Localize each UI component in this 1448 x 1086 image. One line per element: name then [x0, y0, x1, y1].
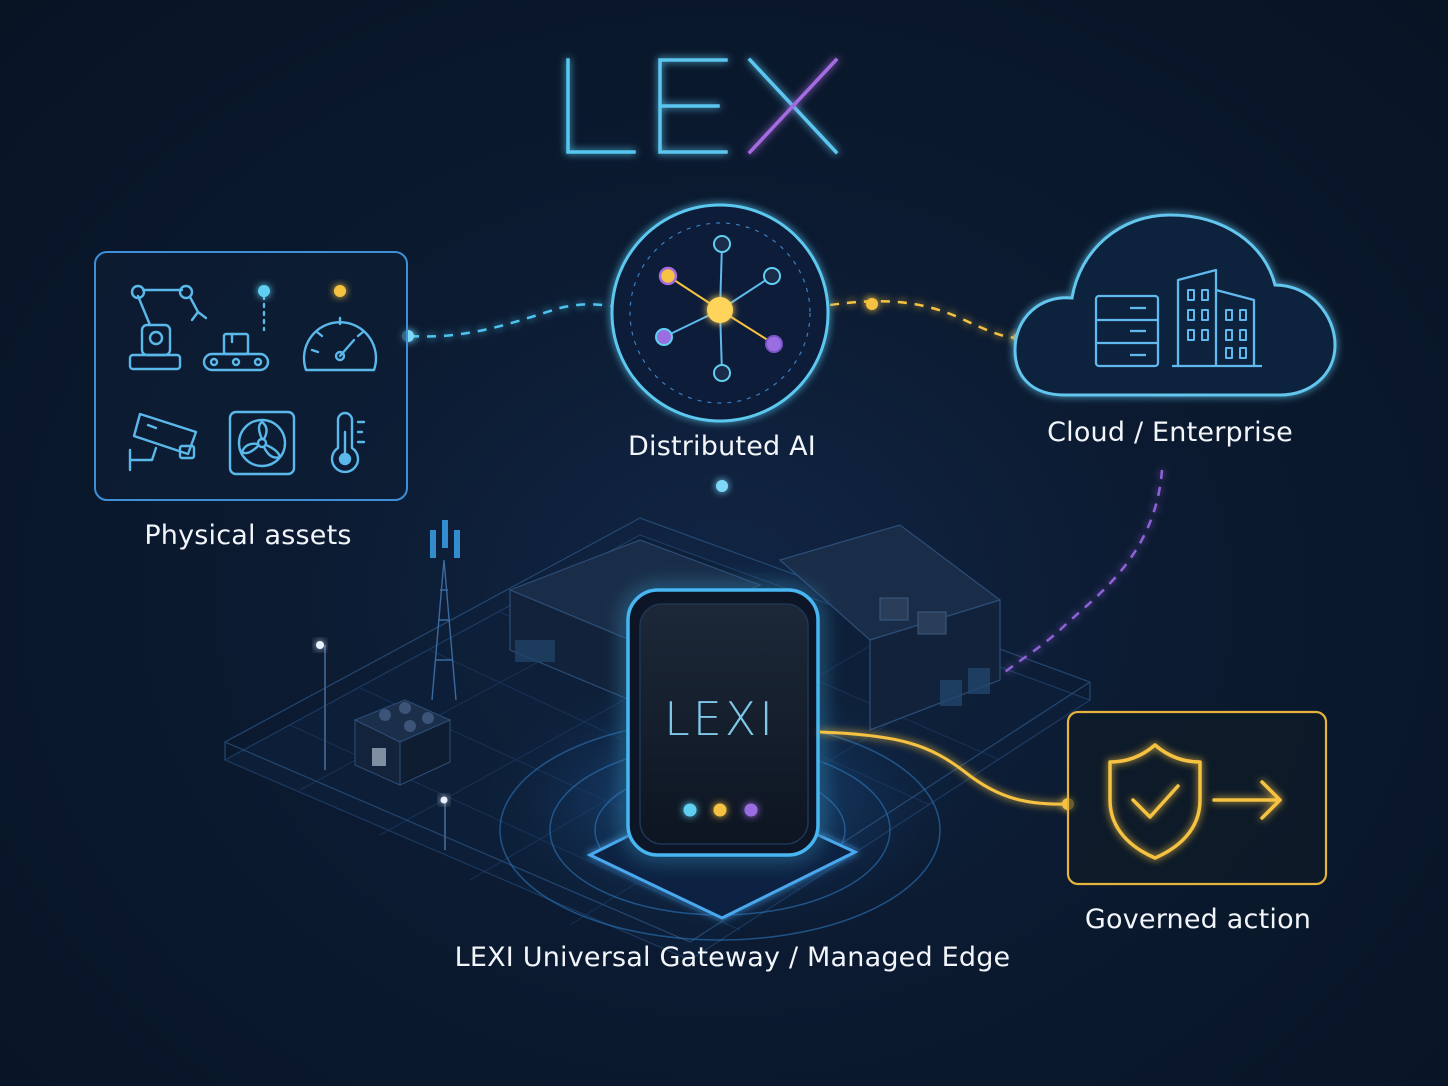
small-hvac-building	[353, 699, 452, 786]
link-assets-to-ai	[409, 303, 613, 338]
status-led-cyan	[683, 803, 697, 817]
physical-assets-label: Physical assets	[144, 520, 352, 551]
link-gateway-to-action	[819, 730, 1069, 806]
server-rack-icon	[1094, 294, 1160, 368]
status-led-yellow	[713, 803, 727, 817]
link-ai-to-cloud	[829, 300, 1019, 340]
cloud-enterprise-node[interactable]	[1013, 213, 1337, 397]
governed-action-label: Governed action	[1084, 904, 1312, 935]
gateway-label: LEXI Universal Gateway / Managed Edge	[454, 942, 1011, 973]
site-building-right	[778, 524, 1002, 731]
security-camera-icon	[128, 412, 198, 472]
office-building-icon	[1172, 268, 1262, 368]
gauge-icon	[302, 316, 378, 372]
robot-arm-icon	[128, 284, 208, 371]
status-led-purple	[744, 803, 758, 817]
fan-icon	[228, 410, 296, 476]
neural-network-icon	[655, 235, 783, 382]
governed-action-panel[interactable]	[1066, 710, 1328, 886]
link-cloud-to-gateway	[1004, 469, 1164, 673]
distributed-ai-node[interactable]	[610, 203, 830, 423]
physical-assets-panel[interactable]	[94, 251, 408, 501]
shield-check-icon	[1108, 743, 1202, 860]
thermometer-icon	[330, 411, 366, 474]
arrow-right-icon	[1212, 780, 1282, 820]
street-lamp	[316, 641, 448, 850]
indicator-dot-cyan	[258, 285, 270, 297]
gateway-device-brand: LEXI	[664, 692, 776, 746]
cloud-enterprise-label: Cloud / Enterprise	[1047, 417, 1293, 448]
gateway-device[interactable]: LEXI	[626, 588, 820, 857]
distributed-ai-label: Distributed AI	[628, 431, 816, 462]
indicator-dot-yellow	[334, 285, 346, 297]
connections	[409, 300, 1164, 806]
cell-tower-icon	[430, 520, 460, 701]
conveyor-box-icon	[202, 294, 270, 372]
site-building	[508, 539, 762, 701]
lexi-title-logo	[566, 57, 882, 155]
